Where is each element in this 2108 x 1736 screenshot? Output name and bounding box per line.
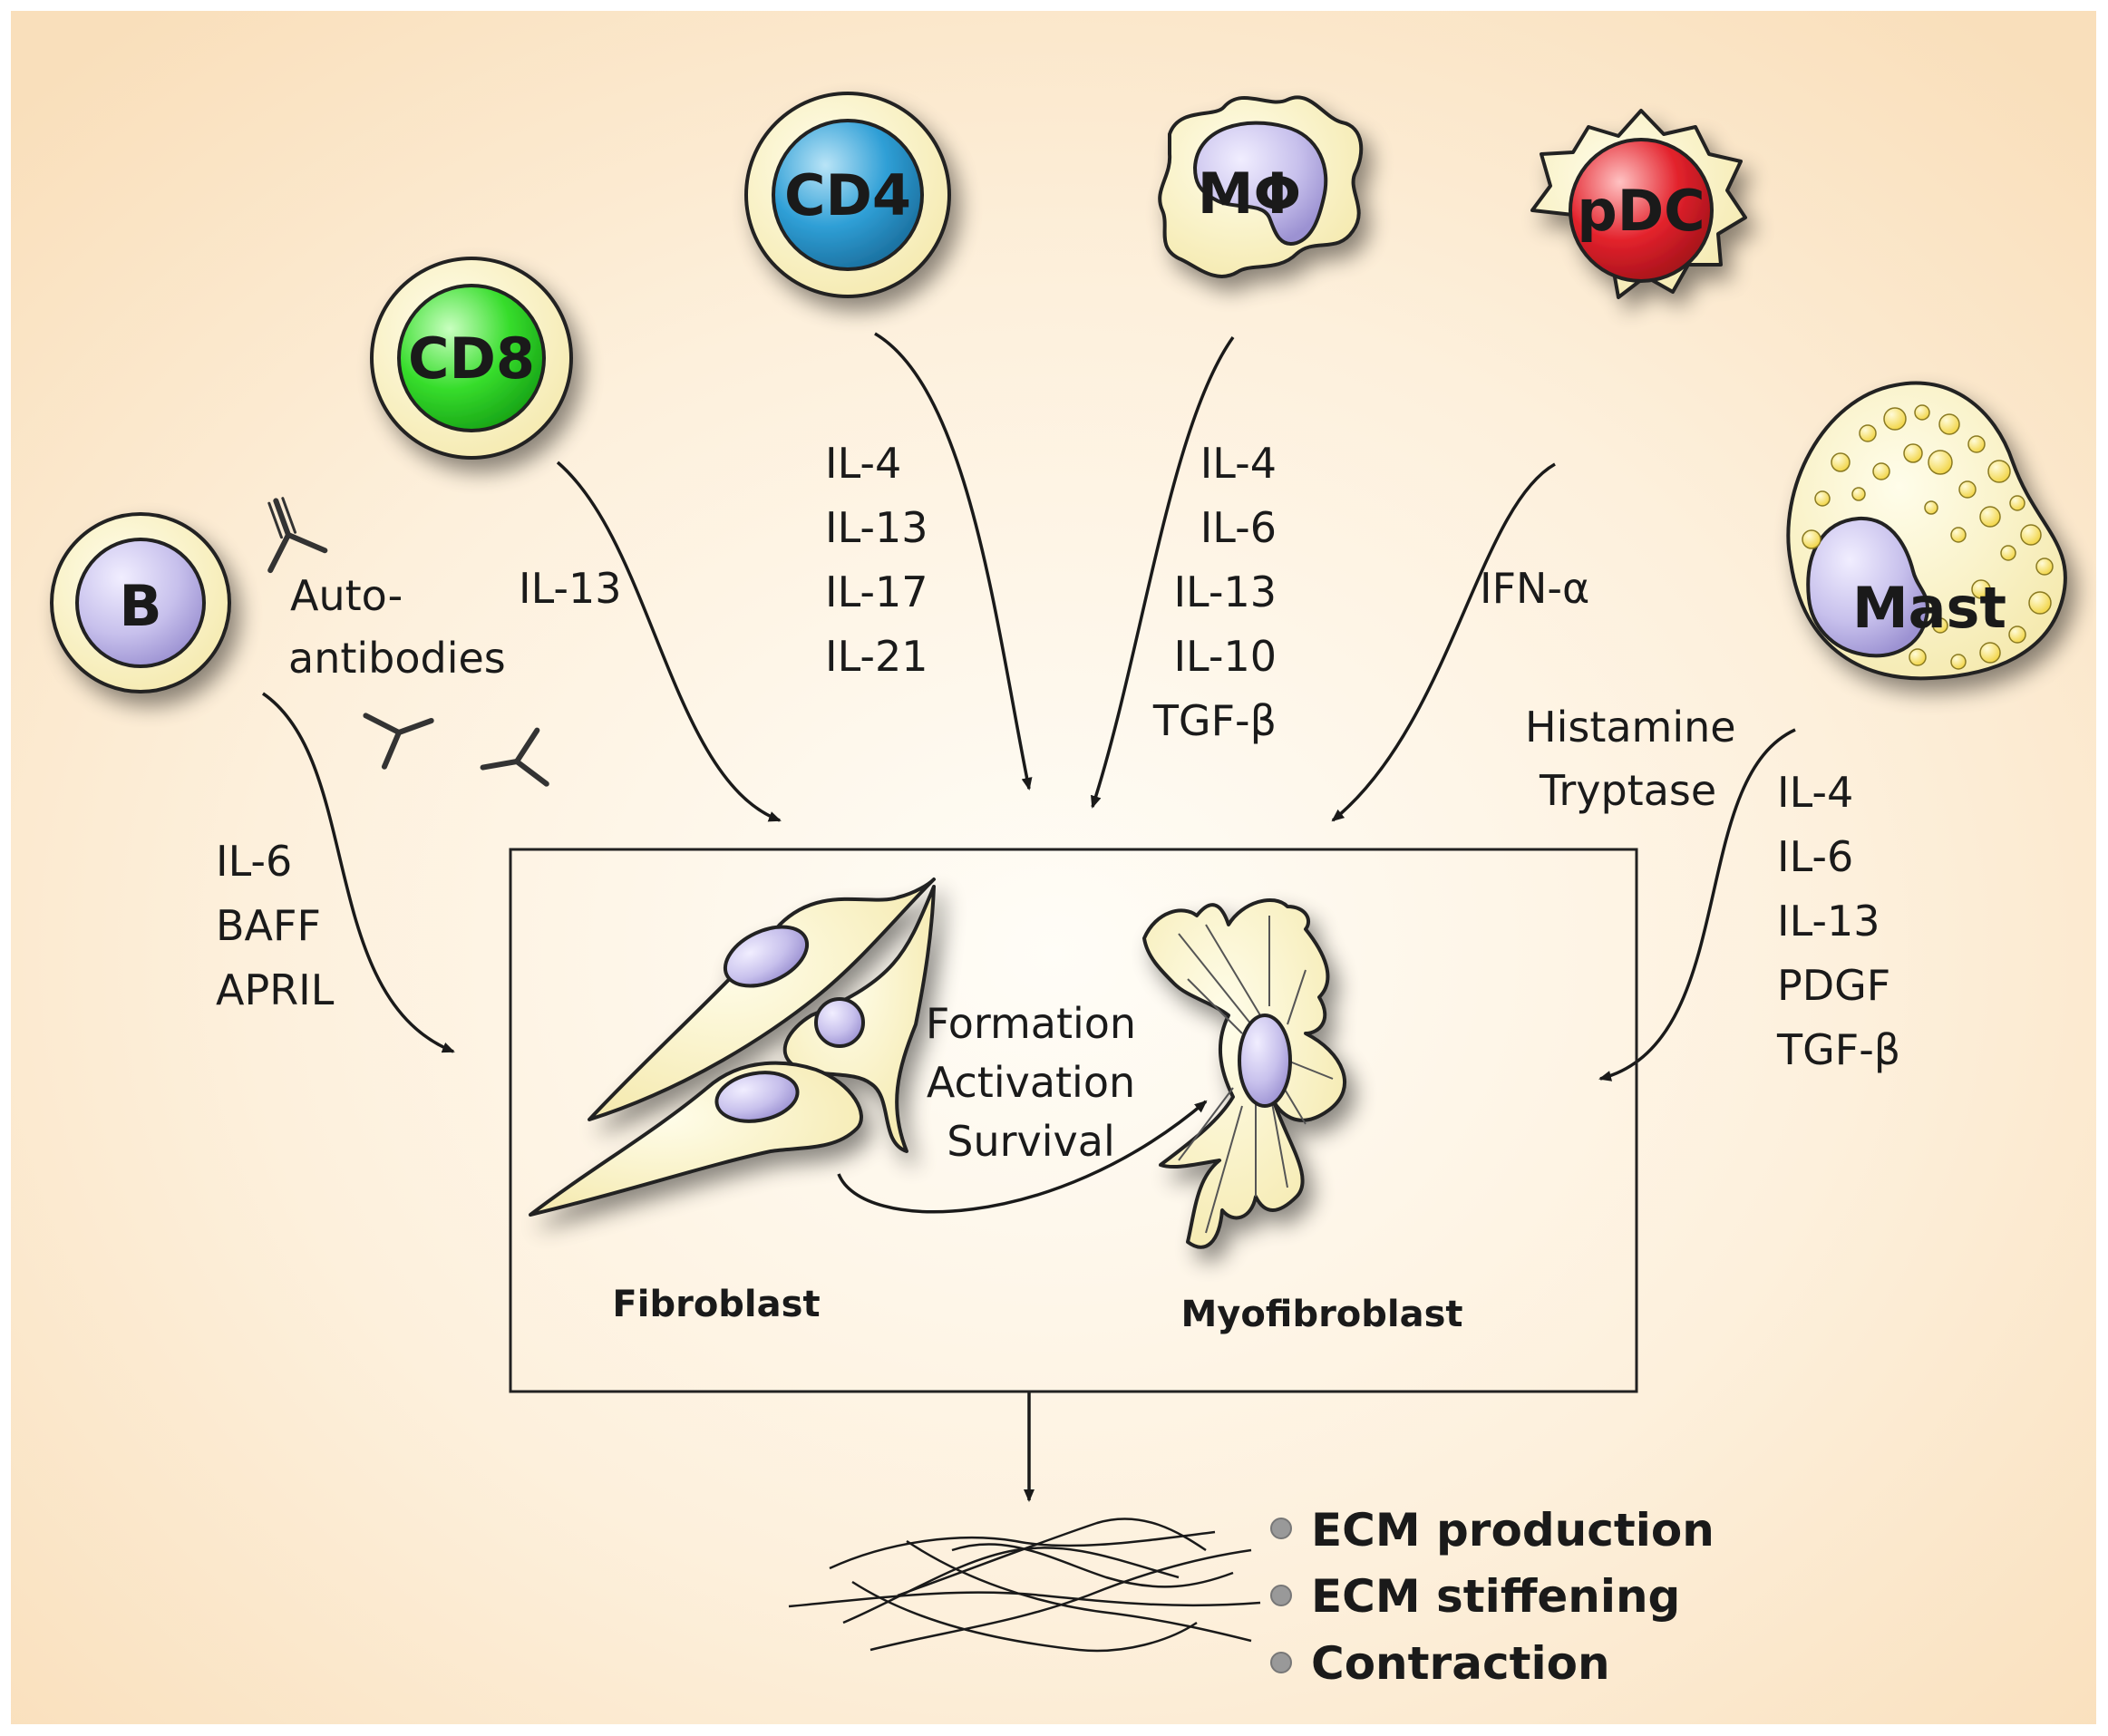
- cd4-cytokine: IL-17: [825, 567, 928, 616]
- b-cell: [50, 512, 231, 693]
- cd8-t-cell: [370, 257, 573, 460]
- arrow-fibroblast-to-myofibroblast: [837, 1100, 1208, 1214]
- outcome-label: ECM production: [1311, 1504, 1715, 1557]
- b-cytokine: BAFF: [216, 901, 321, 950]
- macrophage-cytokine: IL-4: [1200, 439, 1277, 488]
- mast-cytokine: IL-13: [1777, 897, 1880, 946]
- bullet-icon: [1270, 1585, 1292, 1606]
- arrow-b-to-box: [262, 692, 455, 1053]
- cd8-cytokine: IL-13: [519, 564, 622, 613]
- bullet-icon: [1270, 1518, 1292, 1539]
- mast-cytokine: PDGF: [1777, 961, 1890, 1010]
- macrophage-cell: [1158, 95, 1364, 278]
- mast-mediator: Histamine: [1525, 703, 1736, 752]
- autoantibody-icon: [267, 497, 328, 574]
- outcome-label: ECM stiffening: [1311, 1570, 1680, 1623]
- pdc-cell: [1530, 109, 1747, 299]
- cd4-t-cell: [744, 92, 951, 298]
- bullet-icon: [1270, 1652, 1292, 1673]
- b-cytokine: IL-6: [216, 837, 292, 886]
- mast-granules: [1802, 404, 2054, 670]
- mast-cytokine: IL-6: [1777, 832, 1853, 881]
- ecm-fibers: [788, 1518, 1261, 1653]
- fibroblast-activation-box: [509, 848, 1638, 1393]
- transition-label: Activation: [927, 1058, 1135, 1107]
- b-cell-label: B: [119, 573, 161, 639]
- mast-cytokine: TGF-β: [1776, 1025, 1900, 1074]
- fibroblast-label: Fibroblast: [612, 1284, 820, 1325]
- myofibroblast-cell: [1142, 897, 1346, 1249]
- mast-cytokine: IL-4: [1777, 768, 1853, 817]
- pdc-cytokine: IFN-α: [1480, 564, 1589, 613]
- cd8-cell-label: CD8: [408, 325, 535, 392]
- arrow-mast-to-box: [1598, 728, 1796, 1081]
- autoantibody-icon: [363, 713, 434, 770]
- macrophage-cytokine: IL-13: [1173, 567, 1277, 616]
- mast-cell-label: Mast: [1852, 575, 2006, 641]
- macrophage-cytokine: TGF-β: [1152, 696, 1277, 745]
- outcome-bullets: [1270, 1518, 1292, 1673]
- transition-label: Formation: [926, 999, 1136, 1048]
- fibroblast-cells: [529, 878, 936, 1217]
- autoantibody-icon: [480, 727, 549, 787]
- mast-mediator: Tryptase: [1539, 766, 1716, 815]
- b-cytokine: APRIL: [216, 965, 335, 1014]
- mast-cell: [1786, 381, 2067, 681]
- cd4-cytokine: IL-21: [825, 632, 928, 681]
- cd4-cell-label: CD4: [784, 162, 911, 228]
- myofibroblast-label: Myofibroblast: [1180, 1294, 1462, 1335]
- pdc-cell-label: pDC: [1577, 178, 1705, 244]
- autoantibodies-label-line1: Auto-: [290, 571, 403, 620]
- arrow-cd8-to-box: [556, 461, 782, 822]
- outcome-label: Contraction: [1311, 1637, 1610, 1690]
- transition-label: Survival: [947, 1117, 1114, 1166]
- arrow-cd4-to-box: [874, 332, 1033, 790]
- cd4-cytokine: IL-4: [825, 439, 901, 488]
- arrow-macrophage-to-box: [1090, 335, 1235, 809]
- diagram-background: [11, 11, 2096, 1724]
- cd4-cytokine: IL-13: [825, 503, 928, 552]
- macrophage-cytokine: IL-10: [1173, 632, 1277, 681]
- macrophage-cytokine: IL-6: [1200, 503, 1277, 552]
- arrow-pdc-to-box: [1331, 462, 1556, 822]
- signal-arrows: [262, 332, 1796, 1502]
- macrophage-cell-label: MΦ: [1198, 160, 1301, 227]
- autoantibodies-label-line2: antibodies: [288, 634, 506, 683]
